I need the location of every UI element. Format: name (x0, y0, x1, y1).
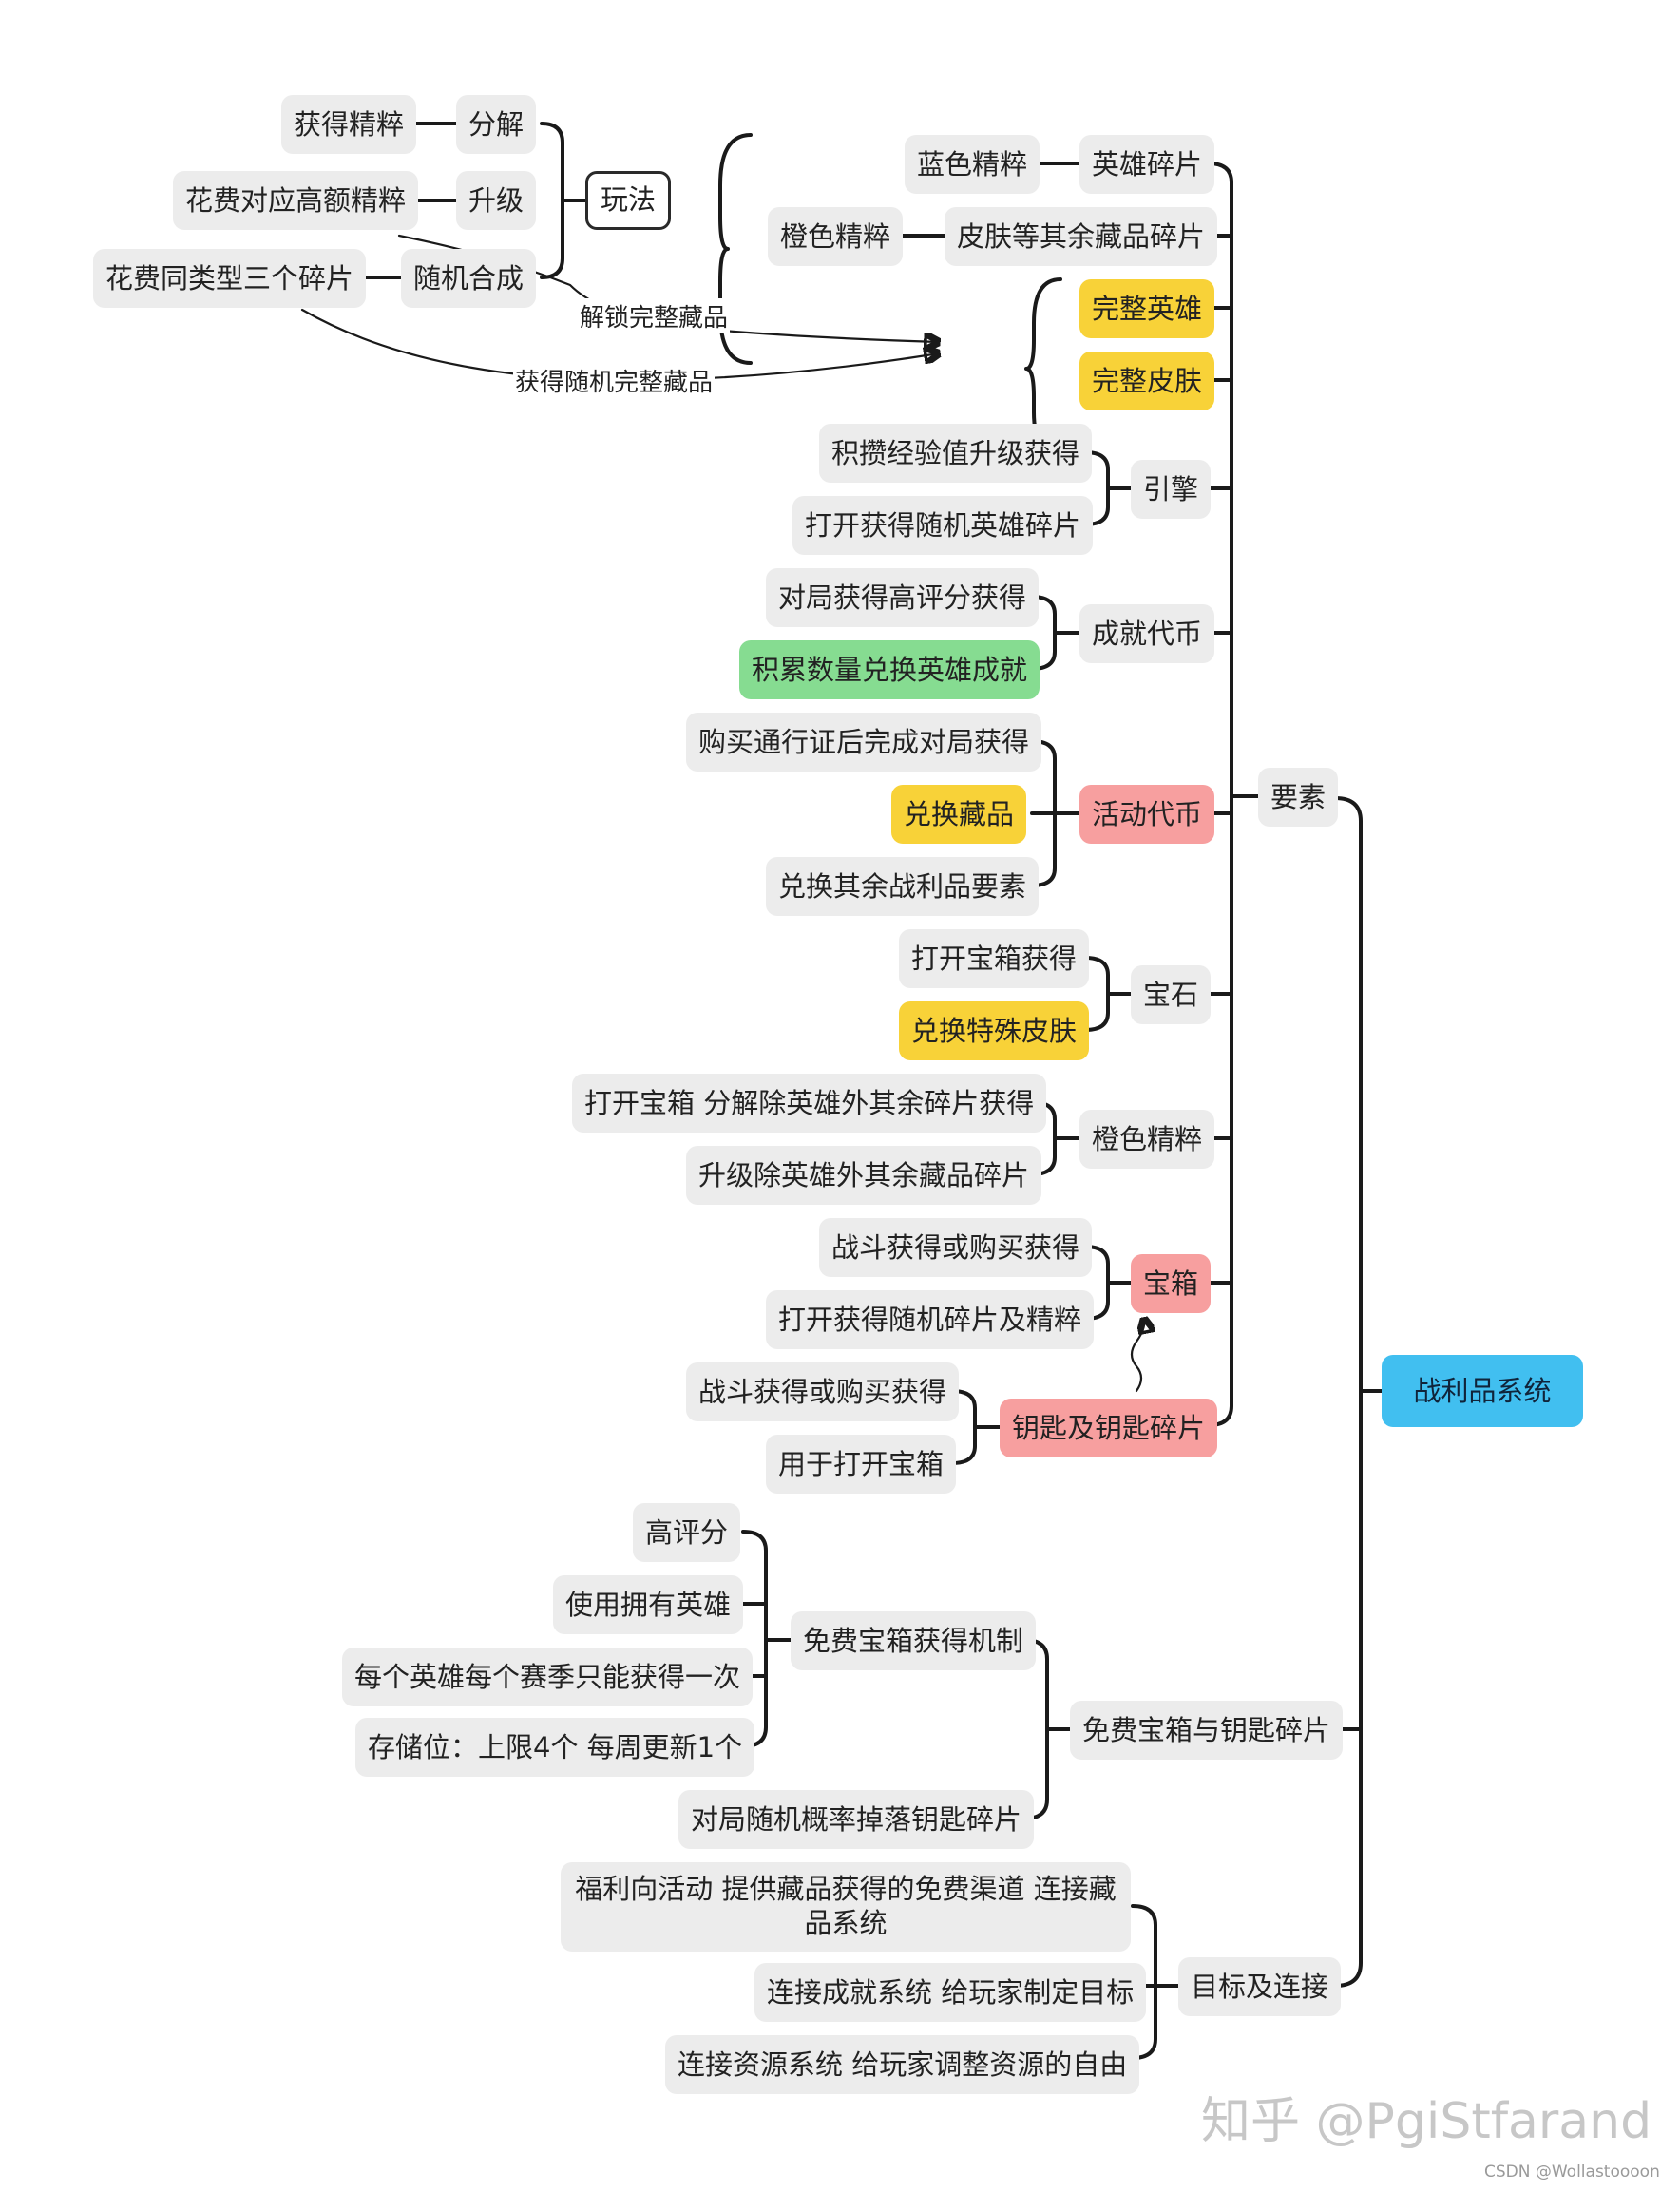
goal-item[interactable]: 福利向活动 提供藏品获得的免费渠道 连接藏品系统 (561, 1862, 1131, 1952)
skin-shard-node[interactable]: 皮肤等其余藏品碎片 (945, 207, 1218, 266)
free-chest-mechanism-node[interactable]: 免费宝箱获得机制 (791, 1611, 1037, 1670)
achievement-token-item[interactable]: 积累数量兑换英雄成就 (739, 640, 1040, 699)
orange-essence-source-node[interactable]: 橙色精粹 (768, 207, 904, 266)
goal-item[interactable]: 连接资源系统 给玩家调整资源的自由 (665, 2035, 1140, 2094)
chest-node[interactable]: 宝箱 (1131, 1254, 1212, 1313)
goals-node[interactable]: 目标及连接 (1178, 1957, 1342, 2016)
csdn-credit: CSDN @Wollastoooon (1484, 2162, 1660, 2181)
zhihu-watermark: 知乎 @PgiStfarand (1201, 2093, 1652, 2150)
engine-node[interactable]: 引擎 (1131, 460, 1212, 519)
gameplay-upgrade-node[interactable]: 升级 (456, 171, 537, 230)
gameplay-node[interactable]: 玩法 (585, 171, 672, 230)
gameplay-decompose-node[interactable]: 分解 (456, 95, 537, 154)
gameplay-upgrade-detail[interactable]: 花费对应高额精粹 (173, 171, 419, 230)
gameplay-craft-detail[interactable]: 花费同类型三个碎片 (93, 249, 367, 308)
orange-essence-item[interactable]: 打开宝箱 分解除英雄外其余碎片获得 (572, 1074, 1047, 1133)
mechanism-item[interactable]: 使用拥有英雄 (553, 1575, 744, 1634)
orange-essence-node[interactable]: 橙色精粹 (1079, 1110, 1215, 1169)
mechanism-item[interactable]: 高评分 (633, 1503, 741, 1562)
goal-item[interactable]: 连接成就系统 给玩家制定目标 (754, 1963, 1147, 2022)
key-item[interactable]: 用于打开宝箱 (766, 1435, 957, 1494)
event-token-item[interactable]: 兑换其余战利品要素 (766, 857, 1040, 916)
event-token-item[interactable]: 购买通行证后完成对局获得 (686, 713, 1042, 772)
gameplay-decompose-detail[interactable]: 获得精粹 (281, 95, 417, 154)
unlock-arrow-label: 解锁完整藏品 (578, 298, 731, 333)
chest-item[interactable]: 战斗获得或购买获得 (819, 1218, 1093, 1277)
gem-node[interactable]: 宝石 (1131, 965, 1212, 1024)
gameplay-craft-node[interactable]: 随机合成 (401, 249, 537, 308)
achievement-token-node[interactable]: 成就代币 (1079, 604, 1215, 663)
root-node[interactable]: 战利品系统 (1382, 1355, 1583, 1427)
random-arrow-label: 获得随机完整藏品 (513, 363, 716, 398)
orange-essence-item[interactable]: 升级除英雄外其余藏品碎片 (686, 1146, 1042, 1205)
free-chest-node[interactable]: 免费宝箱与钥匙碎片 (1070, 1701, 1344, 1760)
hero-shard-node[interactable]: 英雄碎片 (1079, 135, 1215, 194)
mechanism-item[interactable]: 存储位：上限4个 每周更新1个 (355, 1718, 755, 1777)
full-skin-node[interactable]: 完整皮肤 (1079, 352, 1215, 410)
engine-item[interactable]: 积攒经验值升级获得 (819, 424, 1093, 483)
event-token-node[interactable]: 活动代币 (1079, 785, 1215, 844)
event-token-item[interactable]: 兑换藏品 (891, 785, 1027, 844)
mechanism-item[interactable]: 每个英雄每个赛季只能获得一次 (342, 1648, 754, 1706)
key-item[interactable]: 战斗获得或购买获得 (686, 1362, 960, 1421)
key-node[interactable]: 钥匙及钥匙碎片 (1000, 1399, 1218, 1457)
elements-node[interactable]: 要素 (1258, 768, 1339, 827)
blue-essence-node[interactable]: 蓝色精粹 (905, 135, 1040, 194)
gem-item[interactable]: 兑换特殊皮肤 (899, 1001, 1090, 1060)
engine-item[interactable]: 打开获得随机英雄碎片 (792, 496, 1094, 555)
full-hero-node[interactable]: 完整英雄 (1079, 279, 1215, 338)
chest-item[interactable]: 打开获得随机碎片及精粹 (766, 1290, 1095, 1349)
achievement-token-item[interactable]: 对局获得高评分获得 (766, 568, 1040, 627)
gem-item[interactable]: 打开宝箱获得 (899, 929, 1090, 988)
free-chest-key-drop[interactable]: 对局随机概率掉落钥匙碎片 (678, 1790, 1035, 1849)
